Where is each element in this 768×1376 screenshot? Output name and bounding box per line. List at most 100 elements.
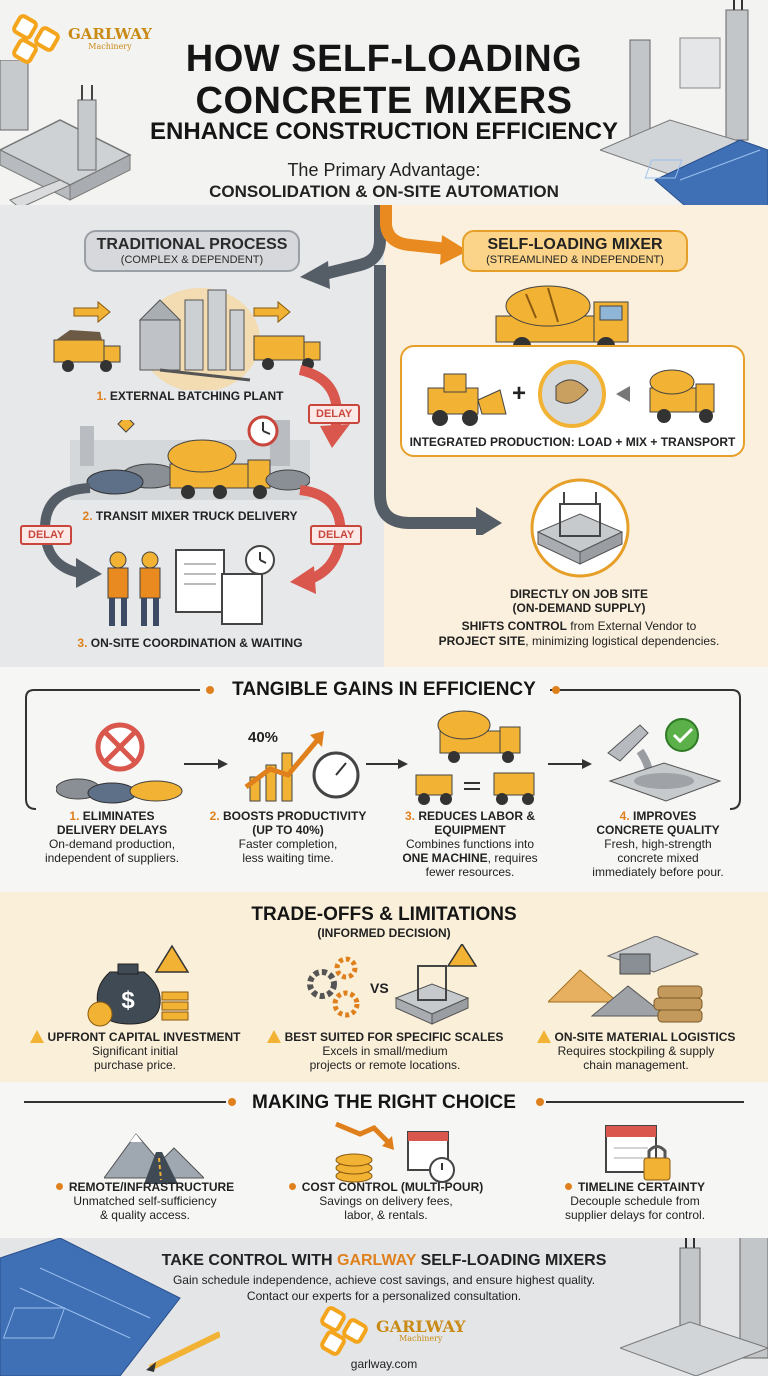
svg-text:$: $ (121, 987, 135, 1014)
gain-3-desc-bold: ONE MACHINE (402, 851, 488, 865)
choice-divider-lines (24, 1098, 744, 1106)
gain-2-desc-2: less waiting time. (242, 851, 334, 865)
cta-pre: TAKE CONTROL WITH (161, 1252, 337, 1269)
gain-item-2: 2. BOOSTS PRODUCTIVITY (UP TO 40%) Faste… (206, 809, 370, 865)
tradeoffs-section: TRADE-OFFS & LIMITATIONS (INFORMED DECIS… (0, 892, 768, 1082)
selfloading-title: SELF-LOADING MIXER (487, 236, 663, 253)
blueprint-pencil-illustration (0, 1238, 220, 1376)
choice-3-desc-1: Decouple schedule from (570, 1194, 700, 1208)
tradeoff-2-desc-1: Excels in small/medium (322, 1044, 448, 1058)
traditional-subtitle: (COMPLEX & DEPENDENT) (120, 254, 264, 266)
money-bag-icon: $ (87, 944, 190, 1027)
tradeoff-1-desc-1: Significant initial (91, 1044, 179, 1058)
bullet-dot (288, 1183, 296, 1190)
cta-post: SELF-LOADING MIXERS (416, 1252, 607, 1269)
step-1-label: EXTERNAL BATCHING PLANT (109, 389, 284, 403)
title-line-3: ENHANCE CONSTRUCTION EFFICIENCY (149, 118, 618, 145)
gain-2-desc-1: Faster completion, (238, 837, 338, 851)
tradeoff-3-desc-2: chain management. (583, 1058, 689, 1072)
step-1-num: 1. (96, 389, 107, 403)
tradeoff-2-title: BEST SUITED FOR SPECIFIC SCALES (284, 1030, 504, 1044)
job-site-line-2: (ON-DEMAND SUPPLY) (512, 601, 646, 615)
tradeoff-item-1: UPFRONT CAPITAL INVESTMENT Significant i… (10, 1030, 260, 1072)
step-2-label: TRANSIT MIXER TRUCK DELIVERY (95, 509, 298, 523)
selfloading-subtitle: (STREAMLINED & INDEPENDENT) (486, 254, 664, 266)
gain-1-num: 1. (69, 809, 80, 823)
delay-badge-2: DELAY (20, 525, 73, 545)
tradeoff-2-desc-2: projects or remote locations. (309, 1058, 461, 1072)
cta-headline: TAKE CONTROL WITH GARLWAY SELF-LOADING M… (110, 1252, 658, 1270)
construction-slab-illustration (0, 60, 132, 209)
choice-2-desc-1: Savings on delivery fees, (319, 1194, 453, 1208)
choice-title: MAKING THE RIGHT CHOICE (252, 1092, 516, 1113)
building-columns-illustration (600, 0, 768, 210)
gain-2-num: 2. (209, 809, 220, 823)
combined-machine-icon (415, 710, 535, 805)
footer-columns-illustration (620, 1238, 768, 1376)
job-site-title: DIRECTLY ON JOB SITE (ON-DEMAND SUPPLY) (390, 587, 768, 615)
gain-1-desc-1: On-demand production, (48, 837, 176, 851)
choice-item-2: COST CONTROL (MULTI-POUR) Savings on del… (276, 1180, 496, 1222)
gain-4-num: 4. (619, 809, 630, 823)
tradeoffs-subtitle: (INFORMED DECISION) (317, 926, 451, 940)
gain-3-desc-1: Combines functions into (405, 837, 535, 851)
concrete-pour-quality-icon (607, 718, 722, 802)
tradeoff-3-desc-1: Requires stockpiling & supply (557, 1044, 715, 1058)
gain-item-4: 4. IMPROVES CONCRETE QUALITY Fresh, high… (574, 809, 742, 879)
batching-plant-illustration (53, 288, 321, 390)
advantage-value: CONSOLIDATION & ON-SITE AUTOMATION (209, 182, 559, 201)
garlway-logo: GARLWAY Machinery (9, 11, 152, 67)
traditional-step-2: 2. TRANSIT MIXER TRUCK DELIVERY (60, 509, 320, 523)
gain-4-desc-3: immediately before pour. (592, 865, 724, 879)
gain-3-num: 3. (404, 809, 415, 823)
warning-icon (266, 1030, 281, 1043)
step-3-label: ON-SITE COORDINATION & WAITING (90, 636, 303, 650)
productivity-chart-icon (244, 731, 360, 802)
tradeoffs-title: TRADE-OFFS & LIMITATIONS (251, 904, 517, 925)
gears-vs-foundation-icon (307, 944, 478, 1025)
gain-item-1: 1. ELIMINATES DELIVERY DELAYS On-demand … (32, 809, 192, 865)
step-3-num: 3. (77, 636, 88, 650)
shift-text-1: from External Vendor to (566, 619, 697, 633)
shift-bold-1: SHIFTS CONTROL (461, 619, 567, 633)
tradeoff-1-title: UPFRONT CAPITAL INVESTMENT (47, 1030, 241, 1044)
warning-icon (536, 1030, 551, 1043)
choice-2-desc-2: labor, & rentals. (344, 1208, 428, 1222)
job-site-foundation-icon (530, 478, 630, 578)
gain-4-title-2: CONCRETE QUALITY (596, 823, 720, 837)
choice-1-title: REMOTE/INFRASTRUCTURE (68, 1180, 235, 1194)
gain-item-3: 3. REDUCES LABOR & EQUIPMENT Combines fu… (390, 809, 550, 879)
cta-line-1: Gain schedule independence, achieve cost… (172, 1273, 596, 1287)
integrated-production-text: INTEGRATED PRODUCTION: LOAD + MIX + TRAN… (409, 435, 736, 449)
coins-calendar-icon (335, 1121, 455, 1183)
right-choice-section: MAKING THE RIGHT CHOICE REMOTE/INFRASTRU… (0, 1082, 768, 1238)
footer-logo: GARLWAY Machinery (317, 1303, 466, 1359)
plus-sign: + (512, 380, 527, 407)
hexagon-logo-icon (317, 1303, 372, 1359)
workers-waiting-illustration (107, 545, 275, 626)
traditional-title: TRADITIONAL PROCESS (96, 236, 288, 253)
advantage-label: The Primary Advantage: (287, 160, 481, 180)
shift-text-2: , minimizing logistical dependencies. (525, 634, 720, 648)
gain-1-desc-2: independent of suppliers. (44, 851, 180, 865)
title-line-2: CONCRETE MIXERS (195, 80, 573, 122)
job-site-line-1: DIRECTLY ON JOB SITE (509, 587, 649, 601)
logo-name: GARLWAY (68, 25, 152, 43)
vs-label: VS (370, 980, 389, 996)
logo-sub: Machinery (88, 42, 132, 51)
footer: TAKE CONTROL WITH GARLWAY SELF-LOADING M… (0, 1238, 768, 1376)
no-delay-cars-icon (56, 722, 183, 804)
header: GARLWAY Machinery HOW SELF-LOADING CONCR… (0, 0, 768, 210)
tradeoff-item-3: ON-SITE MATERIAL LOGISTICS Requires stoc… (512, 1030, 760, 1072)
load-mix-transport-illustration (427, 360, 715, 428)
gain-3-desc-3: fewer resources. (425, 865, 515, 879)
forty-percent-badge: 40% (248, 729, 279, 746)
gain-4-desc-2: concrete mixed (617, 851, 699, 865)
step-2-num: 2. (82, 509, 93, 523)
transit-truck-traffic-illustration (70, 420, 310, 500)
gains-title: TANGIBLE GAINS IN EFFICIENCY (232, 679, 536, 700)
shift-control-text: SHIFTS CONTROL from External Vendor to P… (390, 619, 768, 649)
bullet-dot (564, 1183, 572, 1190)
delay-badge-1: DELAY (308, 404, 361, 424)
website-link[interactable]: garlway.com (350, 1357, 418, 1371)
